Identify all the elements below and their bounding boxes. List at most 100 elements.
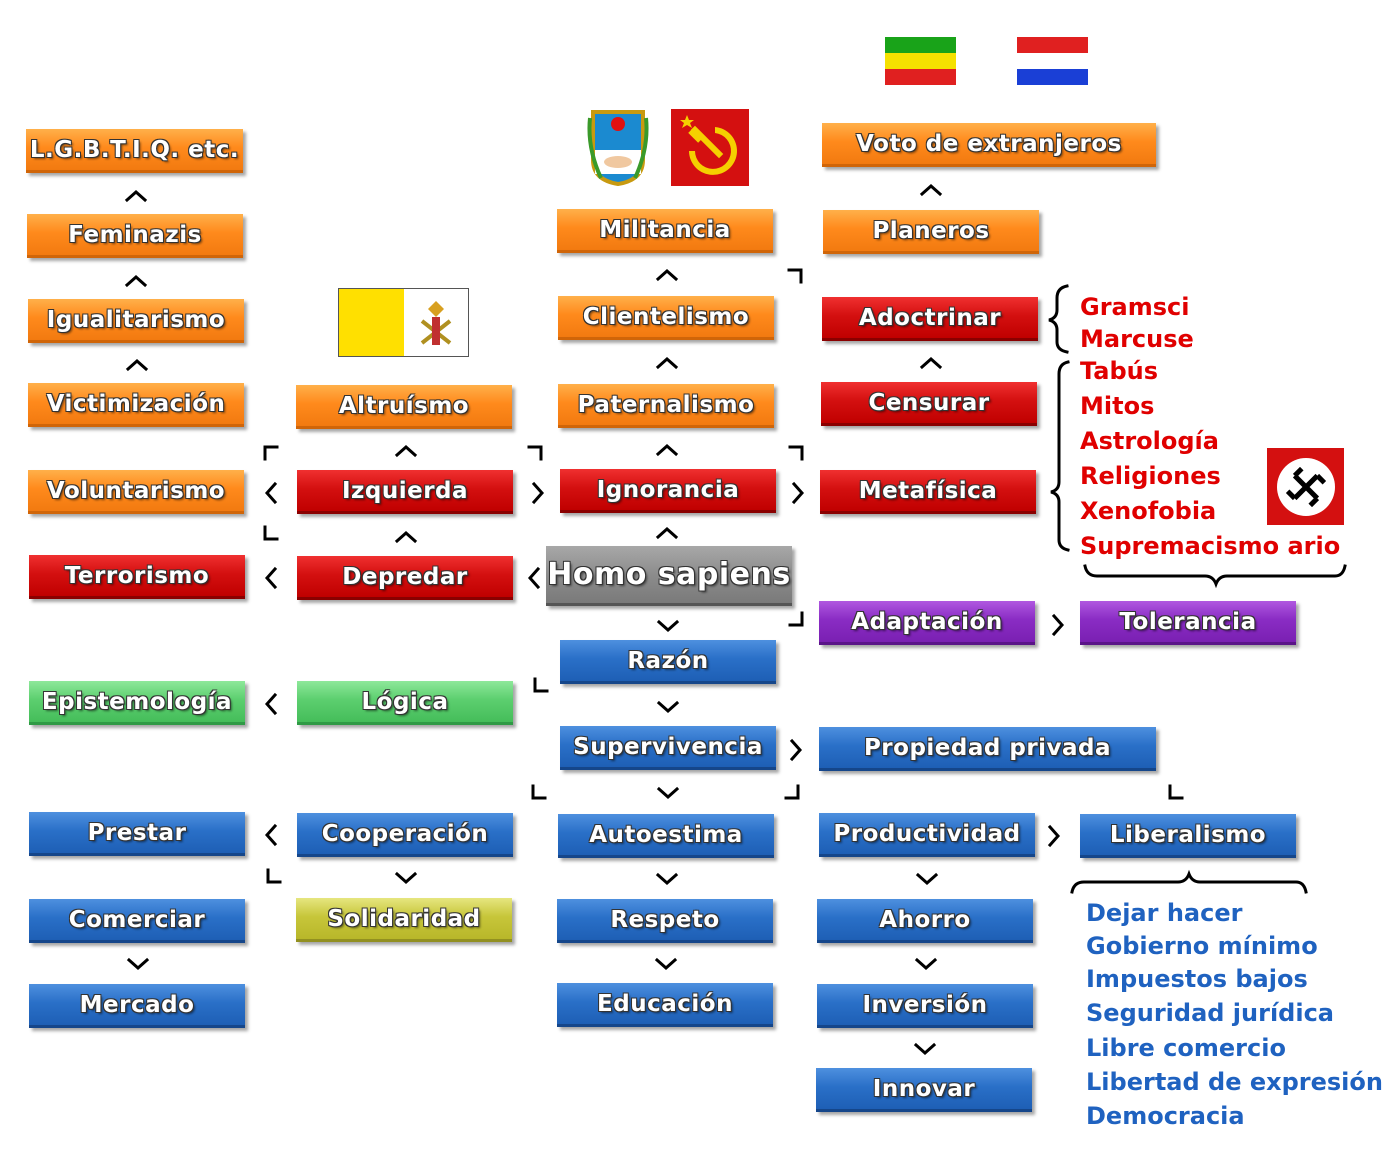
brace-left	[1050, 360, 1070, 552]
box-productividad: Productividad	[819, 813, 1035, 857]
corner-bracket	[531, 784, 547, 800]
arrow-left-icon	[264, 692, 278, 716]
arrow-up-icon	[919, 356, 943, 370]
box-prestar: Prestar	[29, 812, 245, 856]
arrow-up-icon	[919, 183, 943, 197]
box-planeros: Planeros	[823, 210, 1039, 254]
arrow-up-icon	[124, 274, 148, 288]
box-ahorro: Ahorro	[817, 899, 1033, 943]
arrow-down-icon	[656, 700, 680, 714]
arrow-left-icon	[264, 481, 278, 505]
box-paternalismo: Paternalismo	[558, 384, 774, 428]
box-lgbtiq: L.G.B.T.I.Q. etc.	[26, 129, 243, 173]
liberal-values-list: Dejar hacer Gobierno mínimo Impuestos ba…	[1086, 896, 1383, 1133]
hammer-sickle-icon	[671, 109, 749, 186]
arrow-down-icon	[656, 786, 680, 800]
arrow-up-icon	[394, 530, 418, 544]
arrow-up-icon	[124, 189, 148, 203]
corner-bracket	[527, 445, 543, 461]
box-igualitarismo: Igualitarismo	[28, 299, 244, 343]
corner-bracket	[263, 525, 279, 541]
box-cooperacion: Cooperación	[297, 813, 513, 857]
list-item: Astrología	[1080, 427, 1219, 455]
arrow-down-icon	[915, 872, 939, 886]
arrow-down-icon	[394, 871, 418, 885]
arrow-right-icon	[1051, 613, 1065, 637]
corner-bracket	[1168, 784, 1184, 800]
list-item: Religiones	[1080, 462, 1221, 490]
box-metafisica: Metafísica	[820, 470, 1036, 514]
box-razon: Razón	[560, 640, 776, 684]
box-autoestima: Autoestima	[558, 814, 774, 858]
list-item: Democracia	[1086, 1102, 1245, 1130]
brace-under	[1083, 564, 1347, 589]
arrow-up-icon	[394, 444, 418, 458]
arrow-up-icon	[655, 356, 679, 370]
paraguay-flag-icon	[1017, 37, 1088, 85]
arrow-down-icon	[655, 872, 679, 886]
box-propiedad-privada: Propiedad privada	[819, 727, 1156, 771]
box-liberalismo: Liberalismo	[1080, 814, 1296, 858]
box-mercado: Mercado	[29, 984, 245, 1028]
corner-bracket	[263, 445, 279, 461]
list-item: Xenofobia	[1080, 497, 1217, 525]
box-voluntarismo: Voluntarismo	[28, 470, 244, 514]
arrow-right-icon	[789, 738, 803, 762]
list-item: Seguridad jurídica	[1086, 999, 1335, 1027]
bolivia-flag-icon	[885, 37, 956, 85]
arrow-down-icon	[656, 619, 680, 633]
peronist-emblem-icon	[587, 108, 649, 187]
list-item: Mitos	[1080, 392, 1155, 420]
box-inversion: Inversión	[817, 984, 1033, 1028]
corner-bracket	[533, 677, 549, 693]
box-censurar: Censurar	[821, 382, 1037, 426]
box-victimizacion: Victimización	[28, 383, 244, 427]
corner-bracket	[784, 784, 800, 800]
box-supervivencia: Supervivencia	[560, 726, 776, 770]
arrow-left-icon	[264, 566, 278, 590]
box-innovar: Innovar	[816, 1068, 1032, 1112]
box-homo-sapiens: Homo sapiens	[546, 546, 792, 606]
list-item: Tabús	[1080, 357, 1159, 385]
corner-bracket	[788, 611, 804, 627]
box-solidaridad: Solidaridad	[296, 898, 512, 942]
arrow-down-icon	[913, 1042, 937, 1056]
box-epistemologia: Epistemología	[29, 681, 245, 725]
box-depredar: Depredar	[297, 556, 513, 600]
arrow-right-icon	[1047, 824, 1061, 848]
box-voto-extranjeros: Voto de extranjeros	[822, 123, 1156, 167]
corner-bracket	[266, 868, 282, 884]
box-respeto: Respeto	[557, 899, 773, 943]
list-item: Supremacismo ario	[1080, 532, 1341, 560]
list-item: Libertad de expresión	[1086, 1068, 1383, 1096]
arrow-left-icon	[264, 823, 278, 847]
box-izquierda: Izquierda	[297, 470, 513, 514]
arrow-down-icon	[914, 957, 938, 971]
swastika-icon	[1267, 448, 1344, 525]
arrow-up-icon	[655, 526, 679, 540]
arrow-right-icon	[791, 481, 805, 505]
box-educacion: Educación	[557, 983, 773, 1027]
corner-bracket	[788, 445, 804, 461]
box-ignorancia: Ignorancia	[560, 469, 776, 513]
box-logica: Lógica	[297, 681, 513, 725]
brace-left	[1048, 284, 1069, 354]
vatican-flag-icon	[338, 288, 469, 357]
arrow-up-icon	[655, 443, 679, 457]
brace-over	[1070, 869, 1308, 894]
box-comerciar: Comerciar	[29, 899, 245, 943]
box-militancia: Militancia	[557, 209, 773, 253]
list-item: Gobierno mínimo	[1086, 932, 1318, 960]
box-altruismo: Altruísmo	[296, 385, 512, 429]
list-item: Dejar hacer	[1086, 899, 1243, 927]
list-item: Gramsci	[1080, 293, 1190, 321]
arrow-left-icon	[527, 566, 541, 590]
box-adoctrinar: Adoctrinar	[822, 297, 1038, 341]
arrow-down-icon	[654, 957, 678, 971]
arrow-down-icon	[126, 957, 150, 971]
corner-bracket	[787, 268, 803, 284]
box-terrorismo: Terrorismo	[29, 555, 245, 599]
arrow-up-icon	[655, 268, 679, 282]
red-ideas-list: Gramsci Marcuse Tabús Mitos Astrología R…	[1080, 290, 1340, 564]
box-feminazis: Feminazis	[27, 214, 243, 258]
